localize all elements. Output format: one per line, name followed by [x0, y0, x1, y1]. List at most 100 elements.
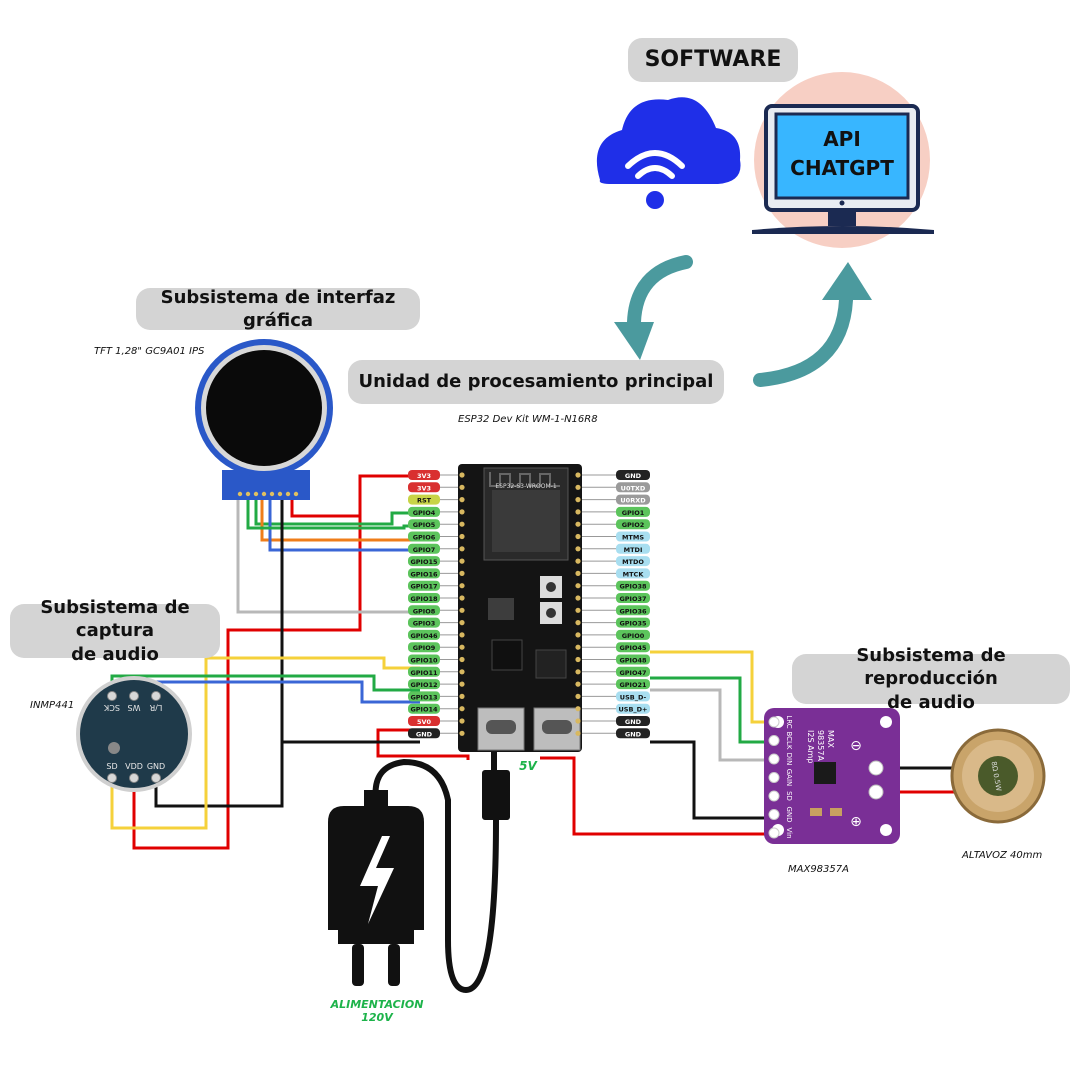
esp32-right-pin-label: MTDO	[622, 558, 644, 566]
esp32-right-pin: U0TXD	[575, 482, 650, 493]
esp32-right-pin-label: GND	[625, 718, 642, 726]
capture-line2: de audio	[71, 643, 159, 665]
esp32-left-pin-label: GPIO12	[410, 681, 437, 689]
mic-pin-label: WS	[128, 703, 141, 712]
amp-pin-label: BCLK	[785, 731, 793, 749]
esp32-left-pin-label: GPIO17	[410, 583, 437, 591]
mic-pin-label: SCK	[103, 703, 120, 712]
amp-caption: MAX98357A	[788, 864, 849, 875]
tft-caption: TFT 1,28" GC9A01 IPS	[94, 346, 205, 357]
esp32-right-pin: GPIO1	[575, 506, 650, 517]
esp32-left-pin-label: GPIO7	[413, 546, 436, 554]
amp-chip-text: MAX	[826, 730, 835, 748]
esp32-right-pin-label: GPIO2	[622, 521, 645, 529]
esp32-right-pin: MTDI	[575, 543, 650, 554]
esp32-left-pin-label: GPIO16	[410, 570, 438, 578]
esp32-left-pin-label: 3V3	[417, 472, 431, 480]
wire-amp-yellow	[650, 650, 770, 724]
amp-pin: BCLK	[768, 731, 793, 750]
esp32-left-pin-label: GPIO14	[410, 706, 438, 714]
esp32-left-pin-label: GPIO10	[410, 657, 438, 665]
esp32-right-pin-label: MTMS	[622, 534, 644, 542]
mic-pin-label: SD	[106, 762, 117, 771]
esp32-left-pin: GPIO18	[408, 593, 465, 603]
mic-pin: L/R	[149, 691, 162, 712]
esp32-right-pin: GPIO2	[575, 519, 650, 530]
esp32-right-pin-label: GND	[625, 472, 642, 480]
speaker-40mm: 8Ω 0.5W	[950, 728, 1046, 824]
amp-pin-label: DIN	[785, 753, 793, 766]
esp32-left-pin: GPIO46	[408, 629, 465, 640]
amp-pin-label: SD	[785, 791, 793, 801]
amp-chip-text: I2S Amp	[806, 730, 815, 763]
mic-pin: VDD	[125, 762, 143, 783]
wire-tft-orange	[260, 500, 420, 542]
wire-amp-red	[540, 756, 770, 836]
wire-tft-blue	[268, 500, 420, 552]
capture-subsystem-pill: Subsistema de captura de audio	[10, 597, 220, 665]
mic-pin: SD	[106, 762, 118, 783]
esp32-left-pin: GPIO9	[408, 642, 465, 653]
chatgpt-label: CHATGPT	[790, 156, 894, 180]
amp-pin: GND	[768, 806, 793, 823]
esp32-left-pin-label: RST	[417, 497, 432, 505]
amp-pin-label: GND	[785, 806, 793, 822]
esp32-right-pin: GPIO37	[575, 593, 650, 603]
amp-pin: GAIN	[768, 769, 793, 787]
esp32-right-pin-label: GPIO48	[619, 657, 647, 665]
esp32-right-pin: MTCK	[575, 568, 650, 579]
esp32-left-pin-label: GPIO13	[410, 693, 437, 701]
esp32-right-pin: GND	[575, 728, 650, 739]
speaker-caption: ALTAVOZ 40mm	[962, 850, 1043, 861]
mic-caption: INMP441	[30, 700, 75, 711]
esp32-left-pin: GPIO8	[408, 605, 465, 616]
esp32-right-pin-label: USB_D-	[620, 693, 647, 701]
esp32-right-pin-label: GND	[625, 730, 642, 738]
esp32-left-pin-label: GPIO8	[413, 607, 436, 615]
playback-subsystem-pill: Subsistema de reproducción de audio	[792, 645, 1070, 713]
esp32-right-pin-label: GPIO37	[619, 595, 646, 603]
wiring	[110, 474, 970, 850]
cycle-arrow-icon	[614, 255, 872, 387]
esp32-right-pin: GPIO36	[575, 605, 650, 616]
mic-pin-label: GND	[147, 762, 165, 771]
esp32-right-pin: MTDO	[575, 556, 650, 567]
esp32-left-pin-label: GPIO9	[413, 644, 436, 652]
esp32-left-pin-label: GPIO5	[413, 521, 436, 529]
esp32-right-pin-label: GPIO36	[619, 607, 647, 615]
esp32-left-pin: GPIO5	[408, 519, 465, 530]
mic-pin: SCK	[103, 691, 120, 712]
tft-display	[195, 339, 333, 500]
esp32-left-pin-label: GPIO3	[413, 620, 436, 628]
five-volt-label: 5V	[519, 759, 538, 773]
api-label: API	[823, 127, 861, 151]
amp-chip-text: 98357A	[816, 730, 825, 761]
charger-icon	[328, 752, 510, 994]
esp32-right-pins: GNDU0TXDU0RXDGPIO1GPIO2MTMSMTDIMTDOMTCKG…	[575, 470, 650, 739]
esp32-right-pin-label: GPIO38	[619, 583, 647, 591]
esp32-right-pin-label: GPIO21	[619, 681, 647, 689]
esp32-right-pin: GPIO38	[575, 580, 650, 591]
svg-text:⊕: ⊕	[850, 814, 862, 830]
esp32-right-pin: USB_D+	[575, 703, 650, 714]
esp32-left-pin: GND	[408, 728, 465, 739]
esp32-right-pin: USB_D-	[575, 691, 650, 702]
esp-module-text: ESP32-S3-WROOM-1	[495, 483, 556, 490]
amp-pin: Vin	[768, 827, 793, 839]
wire-tft-black	[154, 500, 284, 808]
amp-pin-label: GAIN	[785, 769, 793, 787]
esp32-right-pin-label: GPIO47	[619, 669, 646, 677]
esp32-right-pin-label: GPIO1	[622, 509, 645, 517]
esp32-left-pin: GPIO16	[408, 568, 465, 579]
esp32-left-pin: GPIO17	[408, 580, 465, 591]
wire-amp-gray	[650, 688, 770, 762]
esp32-right-pin-label: U0TXD	[621, 484, 646, 492]
software-pill: SOFTWARE	[628, 38, 798, 82]
main-unit-pill: Unidad de procesamiento principal	[348, 360, 724, 404]
esp32-right-pin-label: MTCK	[623, 570, 645, 578]
power-line1: ALIMENTACION	[330, 998, 424, 1011]
lightning-icon	[360, 836, 394, 924]
esp32-left-pin: 5V0	[408, 716, 465, 726]
esp32-left-pin-label: GPIO11	[410, 669, 438, 677]
esp32-left-pin: GPIO13	[408, 691, 465, 702]
